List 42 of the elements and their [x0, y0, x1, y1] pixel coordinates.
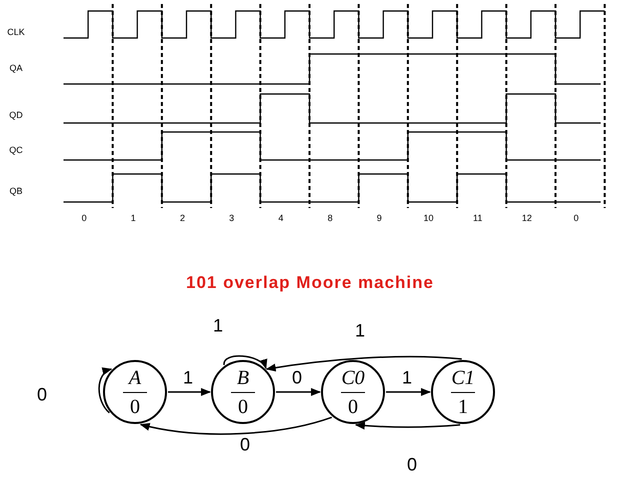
transition-arrow — [266, 356, 462, 372]
count-value: 9 — [376, 213, 382, 223]
state-output: 0 — [130, 396, 140, 418]
state-name: C1 — [451, 366, 475, 388]
transition-arrow — [223, 355, 267, 370]
count-value: 11 — [473, 213, 482, 223]
count-value: 2 — [180, 213, 185, 223]
state-name: A — [128, 366, 142, 388]
title: 101 overlap Moore machine — [186, 273, 434, 293]
edge-label: 1 — [355, 320, 365, 342]
count-value: 4 — [278, 213, 284, 223]
edge-label: 0 — [407, 454, 417, 476]
edge-label: 1 — [402, 368, 412, 388]
state-output: 1 — [458, 396, 468, 418]
count-value: 3 — [229, 213, 234, 223]
count-value: 10 — [424, 213, 434, 223]
signal-name: QA — [10, 63, 22, 73]
edge-label: 1 — [183, 368, 193, 388]
state-name: B — [236, 366, 250, 388]
edge-label: 0 — [292, 368, 302, 388]
transition-arrow — [140, 416, 332, 435]
count-value: 1 — [130, 213, 136, 223]
transition-arrow — [386, 388, 431, 396]
transition-arrow — [276, 388, 321, 396]
count-value: 0 — [82, 213, 87, 223]
edge-label: 0 — [37, 384, 47, 406]
signal-name: QC — [9, 145, 23, 155]
state-circle — [321, 360, 385, 424]
signal-name: QB — [10, 186, 22, 196]
state-output: 0 — [238, 396, 248, 418]
edge-label: 1 — [213, 316, 223, 336]
edge-label: 0 — [240, 434, 250, 456]
state-name: C0 — [341, 366, 365, 388]
state-output: 0 — [348, 396, 358, 418]
transition-arrow — [98, 368, 112, 414]
count-value: 0 — [574, 213, 579, 223]
transition-arrow — [168, 388, 211, 396]
count-value: 12 — [522, 213, 532, 223]
transition-arrow — [354, 422, 460, 430]
signal-name: QD — [9, 110, 23, 120]
count-value: 8 — [328, 213, 333, 223]
signal-name: CLK — [7, 27, 25, 37]
